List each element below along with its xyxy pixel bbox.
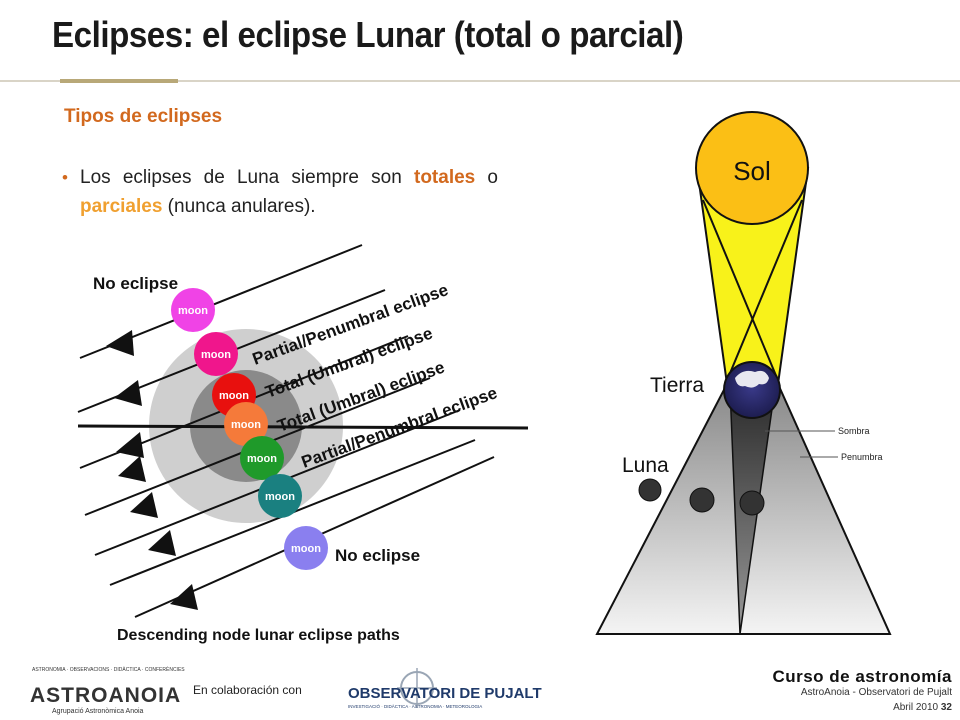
earth-label: Tierra bbox=[650, 374, 704, 397]
section-subtitle: Tipos de eclipses bbox=[64, 106, 223, 127]
label-no-eclipse-bottom: No eclipse bbox=[335, 546, 420, 565]
logo-tagline: ASTRONOMIA · OBSERVACIONS · DIDÀCTICA · … bbox=[32, 666, 185, 673]
moon-6: moon bbox=[258, 474, 302, 518]
luna-3 bbox=[739, 490, 765, 516]
ray-line-2 bbox=[727, 199, 803, 379]
moon-label-2: moon bbox=[201, 349, 231, 361]
moon-label-7: moon bbox=[291, 543, 321, 555]
ray-line-1 bbox=[702, 199, 778, 379]
arrow-icon-2 bbox=[114, 380, 142, 406]
moon-5: moon bbox=[240, 436, 284, 480]
sun-label: Sol bbox=[733, 156, 771, 186]
observatory-name: OBSERVATORI DE PUJALT bbox=[348, 685, 542, 702]
astroanoia-logo: ASTROANOIA bbox=[30, 684, 181, 707]
penumbra-label: Penumbra bbox=[841, 452, 883, 462]
arrowheads bbox=[106, 330, 198, 610]
slide-date: Abril 2010 32 bbox=[893, 702, 952, 713]
bullet-text-part1: Los eclipses de Luna siempre son bbox=[80, 167, 414, 188]
moon-7: moon bbox=[284, 526, 328, 570]
course-title: Curso de astronomía bbox=[772, 667, 952, 686]
bullet-text-part3: (nunca anulares). bbox=[162, 196, 316, 217]
title-divider bbox=[0, 80, 960, 82]
luna-positions bbox=[638, 478, 765, 516]
bullet-point: • Los eclipses de Luna siempre son total… bbox=[62, 163, 498, 221]
arrow-icon-5 bbox=[130, 492, 158, 518]
bullet-icon: • bbox=[62, 168, 68, 187]
collaboration-text: En colaboración con bbox=[193, 683, 302, 697]
moon-4: moon bbox=[224, 402, 268, 446]
moon-label-4: moon bbox=[231, 419, 261, 431]
ecliptic-line bbox=[77, 424, 529, 430]
arrow-icon-3 bbox=[116, 432, 144, 458]
highlight-parciales: parciales bbox=[80, 196, 163, 217]
arrow-icon-7 bbox=[170, 584, 198, 610]
bullet-text: Los eclipses de Luna siempre son totales… bbox=[80, 163, 498, 221]
label-no-eclipse-top: No eclipse bbox=[93, 274, 178, 293]
bullet-text-part2: o bbox=[475, 167, 498, 188]
observatory-subtitle: INVESTIGACIÓ · DIDÀCTICA · ASTRONOMIA · … bbox=[348, 703, 482, 709]
date-text: Abril 2010 bbox=[893, 702, 939, 713]
course-subtitle: AstroAnoia - Observatori de Pujalt bbox=[800, 687, 952, 698]
arrow-icon-4 bbox=[118, 456, 146, 482]
umbra-label: Sombra bbox=[838, 426, 870, 436]
arrow-icon-6 bbox=[148, 530, 176, 556]
earth-cloud-icon bbox=[735, 370, 769, 388]
sun bbox=[695, 111, 809, 225]
moon-label-1: moon bbox=[178, 305, 208, 317]
page-number: 32 bbox=[940, 702, 952, 713]
moon-label-5: moon bbox=[247, 453, 277, 465]
arrow-icon-1 bbox=[106, 330, 134, 356]
luna-2 bbox=[689, 487, 715, 513]
slide-title: Eclipses: el eclipse Lunar (total o parc… bbox=[52, 14, 684, 55]
luna-label: Luna bbox=[622, 454, 669, 477]
moon-2: moon bbox=[194, 332, 238, 376]
luna-1 bbox=[638, 478, 662, 502]
moon-label-3: moon bbox=[219, 390, 249, 402]
highlight-totales: totales bbox=[414, 167, 476, 188]
logo-subtitle: Agrupació Astronòmica Anoia bbox=[52, 708, 144, 715]
observatory-logo: OBSERVATORI DE PUJALT INVESTIGACIÓ · DID… bbox=[348, 668, 542, 709]
diagram-caption: Descending node lunar eclipse paths bbox=[117, 627, 400, 644]
title-accent-bar bbox=[60, 79, 178, 83]
moon-label-6: moon bbox=[265, 491, 295, 503]
moon-1: moon bbox=[171, 288, 215, 332]
moon-positions: moon moon moon moon moon moon moon bbox=[171, 288, 328, 570]
